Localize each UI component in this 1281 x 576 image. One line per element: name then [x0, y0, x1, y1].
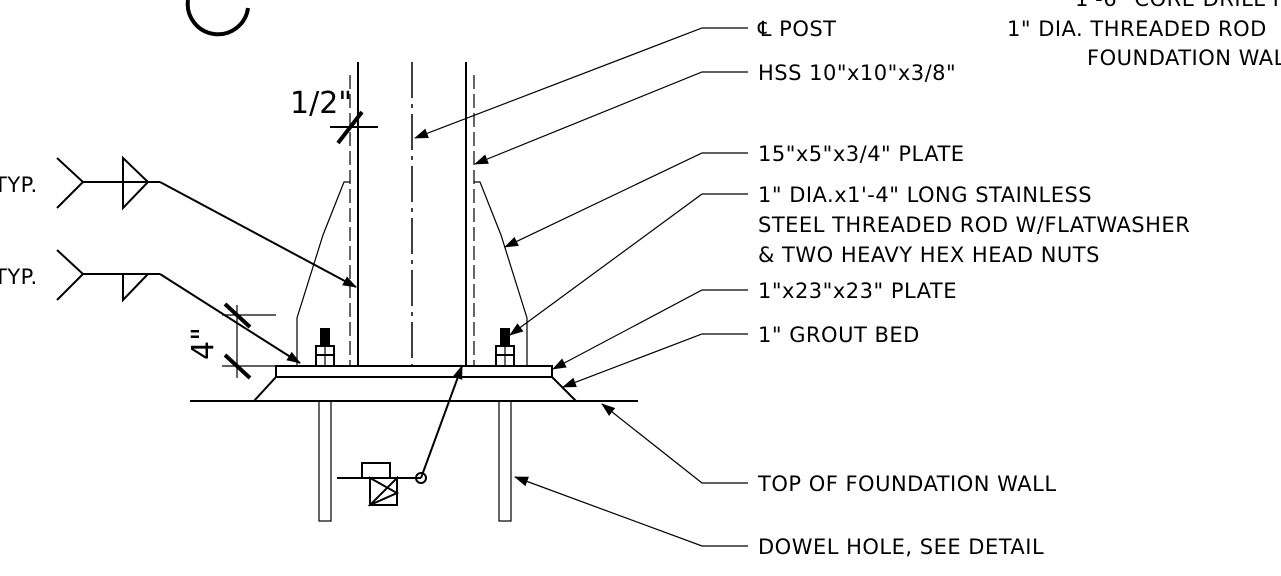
anchor-rods — [315, 328, 515, 522]
plate-small-label: 15"x5"x3/4" PLATE — [758, 142, 965, 166]
dowel-label: DOWEL HOLE, SEE DETAIL — [758, 535, 1044, 559]
weld-symbol-bottom — [337, 365, 463, 507]
weld-symbol-lower — [56, 249, 301, 364]
grout-bed — [253, 376, 277, 402]
hss-label: HSS 10"x10"x3/8" — [758, 61, 956, 85]
post-centerline-label: ℄ POST — [757, 17, 837, 41]
base-plate — [275, 365, 553, 378]
hss-post — [349, 62, 475, 366]
leaders — [414, 27, 748, 547]
gusset-plates — [296, 181, 528, 366]
gap-dimension — [330, 110, 378, 145]
grout-label: 1" GROUT BED — [758, 323, 920, 347]
rod-label-line1: 1" DIA.x1'-4" LONG STAINLESS — [758, 183, 1092, 207]
detail-bubble-arc — [185, 0, 250, 37]
rod-label-line2: STEEL THREADED ROD W/FLATWASHER — [758, 213, 1190, 237]
top-note-line3: FOUNDATION WALL — [1087, 46, 1281, 70]
weld-size-label: 4" — [186, 327, 221, 360]
rod-label-line3: & TWO HEAVY HEX HEAD NUTS — [758, 243, 1100, 267]
top-note-line1: 1'-6" CORE DRILL FOR — [1075, 0, 1281, 11]
weld-symbol-upper — [56, 155, 357, 288]
weld-size-dimension — [222, 302, 276, 380]
base-plate-label: 1"x23"x23" PLATE — [758, 279, 957, 303]
typ-lower-label: TYP. — [0, 265, 38, 289]
top-note-line2: 1" DIA. THREADED ROD — [1007, 17, 1267, 41]
typ-upper-label: TYP. — [0, 173, 38, 197]
gap-dimension-label: 1/2" — [290, 86, 352, 121]
foundation-top-label: TOP OF FOUNDATION WALL — [757, 472, 1057, 496]
